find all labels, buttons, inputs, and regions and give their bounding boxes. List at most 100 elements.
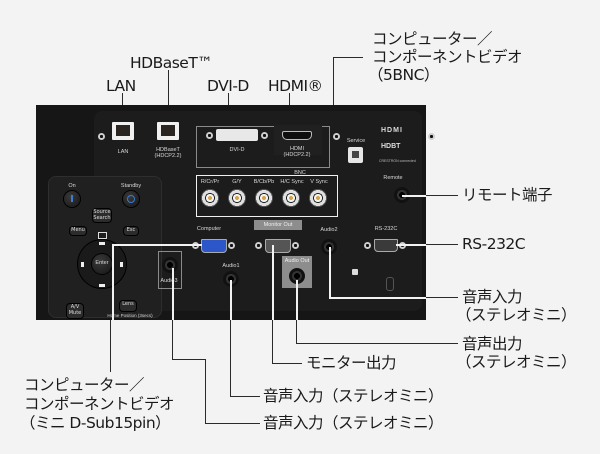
callout-audio-out-line2: （ステレオミニ） — [456, 353, 577, 371]
leader-remote — [426, 195, 458, 196]
security-slot[interactable] — [386, 277, 394, 291]
dvid-label: DVI-D — [229, 147, 245, 153]
leader-audio1-h — [230, 396, 260, 397]
callout-hdbaset: HDBaseT™ — [130, 54, 213, 72]
callout-remote: リモート端子 — [462, 186, 553, 204]
bnc-label-g: G/Y — [232, 179, 242, 185]
callout-dvid: DVI-D — [207, 77, 249, 95]
leader-audio2 — [426, 297, 458, 298]
standby-label: Standby — [120, 183, 142, 189]
bnc-label-hsync: H/C Sync — [280, 179, 304, 185]
service-usb-port[interactable] — [348, 147, 363, 163]
leader-audio3-v2 — [205, 359, 206, 423]
screw — [428, 133, 435, 140]
lens-button[interactable]: Lens — [120, 301, 136, 311]
leader-audio2-inner-h — [329, 297, 426, 299]
screw — [192, 242, 199, 249]
monitor-out-badge: Monitor Out — [254, 220, 302, 230]
audio1-label: Audio1 — [222, 263, 240, 269]
esc-button[interactable]: Esc — [124, 227, 138, 235]
bnc-port-vsync[interactable] — [309, 189, 327, 207]
callout-audio2-line1: 音声入力 — [462, 288, 523, 306]
hdmi-label-2: (HDCP2.2) — [283, 152, 311, 158]
callout-bnc-line1: コンピューター／ — [372, 30, 493, 48]
standby-icon — [127, 195, 135, 203]
bnc-label-b: B/Cb/Pb — [253, 179, 275, 185]
callout-computer-line3: （ミニ D-Sub15pin） — [20, 414, 171, 432]
keystone-icon — [98, 232, 107, 239]
bnc-port-g[interactable] — [228, 189, 246, 207]
audio-out-port[interactable] — [289, 268, 305, 284]
screw — [98, 133, 105, 140]
hdbaset-label: HDBaseT — [156, 147, 180, 153]
hdbaset-label-2: (HDCP2.2) — [154, 153, 182, 159]
hdbt-logo: HDBT — [381, 143, 401, 150]
leader-audio2-inner-v — [329, 247, 331, 297]
dvi-screw-right — [261, 132, 268, 139]
callout-computer-line1: コンピューター／ — [24, 376, 145, 394]
callout-audio3: 音声入力（ステレオミニ） — [263, 414, 444, 432]
leader-hdmi — [289, 93, 290, 105]
monitor-out-label: Monitor Out — [263, 222, 293, 228]
callout-bnc-line2: コンポーネントビデオ — [372, 48, 523, 66]
rs232c-port[interactable] — [374, 239, 398, 252]
audio1-port[interactable] — [223, 271, 239, 287]
leader-audioout-v — [296, 320, 297, 343]
leader-audio3-v1 — [172, 320, 173, 359]
home-position-label: Home Position (3secs) — [107, 313, 153, 318]
screw — [228, 242, 235, 249]
bnc-label: BNC — [294, 170, 306, 176]
leader-dvid — [228, 93, 229, 105]
leader-monitor-inner — [272, 245, 274, 320]
leader-rs232c — [426, 244, 458, 245]
leader-audioout-inner — [296, 280, 298, 320]
leader-computer — [110, 320, 111, 372]
screw — [255, 242, 262, 249]
lan-label: LAN — [117, 149, 129, 155]
on-button[interactable] — [64, 191, 80, 207]
bnc-port-b[interactable] — [255, 189, 273, 207]
lan-port[interactable] — [112, 122, 134, 140]
computer-vga-port[interactable] — [201, 239, 227, 253]
callout-bnc-line3: （5BNC） — [368, 66, 439, 84]
leader-computer-inner-v — [112, 244, 114, 320]
callout-audio-out-line1: 音声出力 — [462, 335, 523, 353]
leader-audio1-v — [230, 320, 231, 396]
enter-label: Enter — [95, 260, 109, 266]
callout-hdmi: HDMI® — [268, 77, 323, 95]
audio3-port[interactable] — [162, 257, 178, 273]
down-arrow-icon — [99, 284, 105, 287]
audio2-label: Audio2 — [320, 227, 338, 233]
computer-label: Computer — [196, 226, 222, 232]
leader-audioout-h — [296, 343, 458, 344]
dvid-port[interactable] — [216, 129, 258, 141]
leader-bnc — [333, 57, 334, 105]
callout-audio2-line2: （ステレオミニ） — [456, 306, 577, 324]
bnc-port-r[interactable] — [201, 189, 219, 207]
hdmi-recess — [274, 125, 322, 155]
audio-out-label: Audio Out — [284, 258, 310, 264]
left-arrow-icon — [81, 262, 84, 267]
source-search-button[interactable]: Source Search — [93, 209, 111, 222]
hdmi-label: HDMI — [289, 146, 305, 152]
callout-audio1: 音声入力（ステレオミニ） — [263, 387, 444, 405]
bnc-label-r: R/Cr/Pr — [200, 179, 220, 185]
standby-button[interactable] — [123, 191, 139, 207]
menu-button[interactable]: Menu — [70, 227, 86, 235]
hdmi-logo: HDMI — [381, 127, 403, 134]
bnc-port-hsync[interactable] — [282, 189, 300, 207]
callout-monitor-out: モニター出力 — [306, 354, 397, 372]
bnc-label-vsync: V Sync — [310, 179, 328, 185]
rs232c-label: RS-232C — [374, 226, 398, 232]
enter-button[interactable]: Enter — [92, 254, 112, 274]
monitor-out-vga-port[interactable] — [265, 239, 291, 253]
lock-icon — [352, 269, 358, 275]
leader-audio3-inner — [172, 268, 174, 320]
screw — [333, 133, 340, 140]
hdmi-port[interactable] — [282, 131, 312, 140]
callout-computer-line2: コンポーネントビデオ — [24, 395, 175, 413]
av-mute-button[interactable]: A/V Mute — [67, 304, 83, 318]
screw — [364, 242, 371, 249]
hdbaset-port[interactable] — [157, 122, 179, 140]
screw — [292, 242, 299, 249]
